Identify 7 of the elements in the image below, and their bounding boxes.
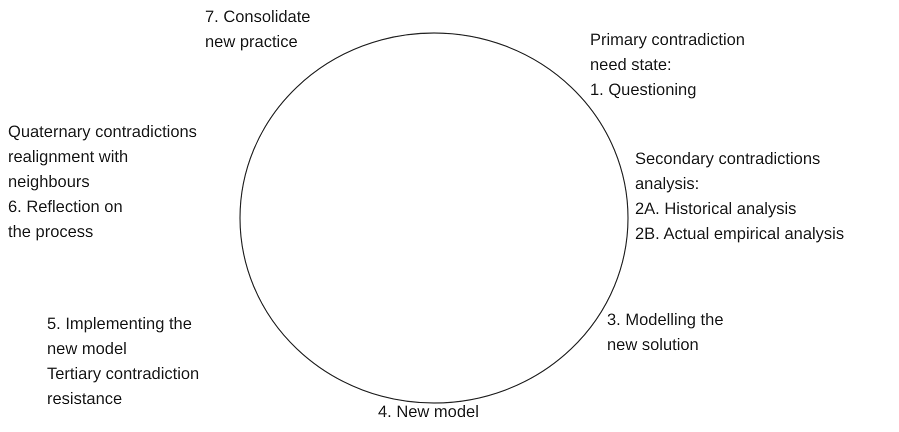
stage-label: 5. Implementing the new model Tertiary contradiction resistance [47,314,200,410]
stage-label: Secondary contradictions analysis: 2A. Historical analysis 2B. Actual empirical analysis [635,149,844,245]
stage-label: 7. Consolidate new practice [205,7,310,53]
stage-label: 4. New model [378,402,479,423]
stage-label: Quaternary contradictions realignment with neighbours 6. Reflection on the process [8,122,197,243]
stage-label: 3. Modelling the new solution [607,310,724,356]
stage-label: Primary contradiction need state: 1. Questioning [590,30,745,101]
